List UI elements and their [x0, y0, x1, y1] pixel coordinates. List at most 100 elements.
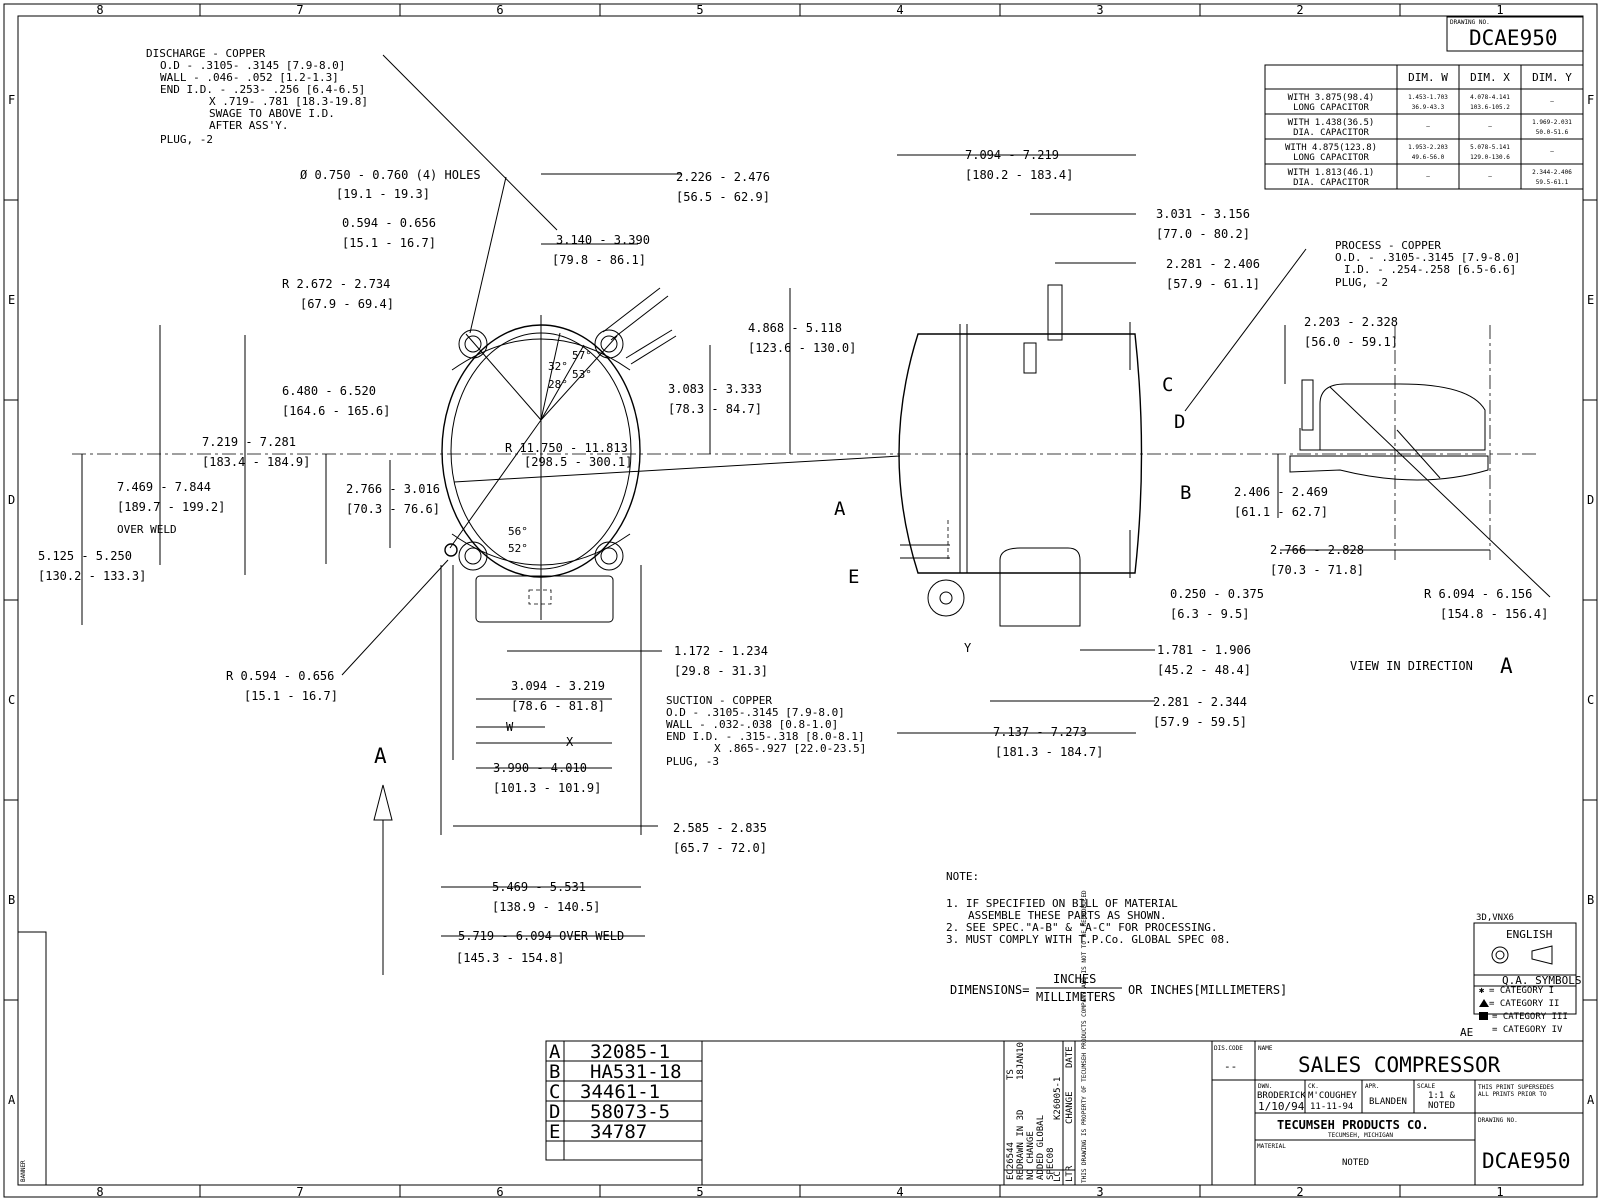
dim-label: 2.585 - 2.835: [673, 821, 767, 835]
letter-d: D: [1174, 411, 1185, 433]
callout-suction-line4: END I.D. - .315-.318 [8.0-8.1]: [666, 730, 865, 743]
dim-label: R 0.594 - 0.656: [226, 669, 334, 683]
letter-b: B: [1180, 482, 1191, 504]
dim-label-metric: [15.1 - 16.7]: [244, 689, 338, 703]
zone-bottom-5: 5: [696, 1185, 703, 1199]
dim-table-row3-label: WITH 4.875(123.8): [1285, 143, 1377, 153]
callout-process-line4: PLUG, -2: [1335, 276, 1388, 289]
dim-table-cell: 129.0-130.6: [1470, 154, 1510, 161]
dim-label: 3.140 - 3.390: [556, 233, 650, 247]
zone-top-8: 8: [96, 3, 103, 17]
dim-label-metric: [15.1 - 16.7]: [342, 236, 436, 250]
part-number: HA531-18: [590, 1061, 682, 1083]
dim-label: 7.469 - 7.844: [117, 480, 211, 494]
supersedes-line: ALL PRINTS PRIOR TO: [1478, 1091, 1547, 1098]
letter-a: A: [834, 498, 846, 520]
zone-left-C: C: [8, 693, 15, 707]
callout-suction-line3: WALL - .032-.038 [0.8-1.0]: [666, 718, 838, 731]
dim-label: 7.094 - 7.219: [965, 148, 1059, 162]
revision-text: REDRAWN IN 3D: [1016, 1110, 1026, 1180]
note-line: 2. SEE SPEC."A-B" & "A-C" FOR PROCESSING…: [946, 921, 1218, 934]
zone-left-A: A: [8, 1093, 16, 1107]
parts-list: A 32085-1 B HA531-18 C 34461-1 D 58073-5…: [545, 1040, 703, 1161]
callout-discharge-line8: PLUG, -2: [160, 133, 213, 146]
part-letter: A: [549, 1041, 561, 1063]
angle-label: 53°: [572, 368, 592, 381]
letter-c: C: [1162, 374, 1173, 396]
callout-discharge-line7: AFTER ASS'Y.: [209, 119, 288, 132]
scale-value: 1:1 &: [1428, 1091, 1456, 1101]
dim-label-note: OVER WELD: [117, 523, 177, 536]
dim-label: 6.480 - 6.520: [282, 384, 376, 398]
dim-table-cell: 1.969-2.031: [1532, 119, 1572, 126]
company-name: TECUMSEH PRODUCTS CO.: [1277, 1118, 1429, 1132]
dim-label: 3.083 - 3.333: [668, 382, 762, 396]
dim-label-metric: [298.5 - 300.1]: [524, 455, 632, 469]
dim-label-metric: [183.4 - 184.9]: [202, 455, 310, 469]
dim-table-cell: 2.344-2.406: [1532, 169, 1572, 176]
dim-label-metric: [78.3 - 84.7]: [668, 402, 762, 416]
qa-ae: AE: [1460, 1026, 1473, 1039]
reference-letters: W X Y A B C D E A: [374, 374, 1191, 768]
dim-table-cell: 59.5-61.1: [1536, 179, 1569, 186]
dim-label: R 6.094 - 6.156: [1424, 587, 1532, 601]
dim-table-cell: 5.078-5.141: [1470, 144, 1510, 151]
dim-table-cell: —: [1426, 123, 1430, 130]
dim-label-metric: [77.0 - 80.2]: [1156, 227, 1250, 241]
callout-process-line1: PROCESS - COPPER: [1335, 239, 1441, 252]
dis-code-value: --: [1224, 1060, 1237, 1073]
view-label: VIEW IN DIRECTION A: [1350, 654, 1513, 678]
dim-label-metric: [56.5 - 62.9]: [676, 190, 770, 204]
dim-table-cell: 49.6-56.0: [1412, 154, 1445, 161]
dim-table-row1-label: WITH 3.875(98.4): [1288, 93, 1375, 103]
revision-date-label: DATE: [1065, 1046, 1075, 1068]
note-line: 3. MUST COMPLY WITH T.P.Co. GLOBAL SPEC …: [946, 933, 1231, 946]
banner-strip: BANNER: [17, 931, 47, 1186]
part-number: 58073-5: [590, 1101, 670, 1123]
zone-right-F: F: [1587, 93, 1594, 107]
qa-star-icon: ✱: [1479, 986, 1485, 996]
units-millimeters: MILLIMETERS: [1036, 990, 1115, 1004]
dim-label: 3.990 - 4.010: [493, 761, 587, 775]
dim-table-row4-label: WITH 1.813(46.1): [1288, 168, 1375, 178]
dim-label-metric: [180.2 - 183.4]: [965, 168, 1073, 182]
dim-label-metric: [138.9 - 140.5]: [492, 900, 600, 914]
units-or: OR: [1128, 983, 1143, 997]
callout-suction-line2: O.D - .3105-.3145 [7.9-8.0]: [666, 706, 845, 719]
checked-date: 11-11-94: [1310, 1102, 1353, 1112]
material-value: NOTED: [1342, 1158, 1369, 1168]
notes-title: NOTE:: [946, 870, 979, 883]
dim-label-metric: [70.3 - 76.6]: [346, 502, 440, 516]
discharge-callout: DISCHARGE - COPPER O.D - .3105- .3145 [7…: [146, 47, 368, 146]
part-letter: B: [549, 1061, 560, 1083]
dim-label-metric: [145.3 - 154.8]: [456, 951, 564, 965]
part-number: 34461-1: [580, 1081, 660, 1103]
dim-table-cell: —: [1550, 98, 1554, 105]
suction-callout: SUCTION - COPPER O.D - .3105-.3145 [7.9-…: [666, 694, 866, 768]
zone-top-5: 5: [696, 3, 703, 17]
zone-labels: 8 7 6 5 4 3 2 1 8 7 6 5 4 3 2 1 F E D C …: [8, 3, 1595, 1199]
front-view: [440, 287, 677, 835]
revision-by: TS: [1006, 1069, 1016, 1080]
zone-left-D: D: [8, 493, 15, 507]
dim-table-cell: —: [1426, 173, 1430, 180]
part-number: 34787: [590, 1121, 647, 1143]
part-number: 32085-1: [590, 1041, 670, 1063]
dim-label: 5.719 - 6.094 OVER WELD: [458, 929, 624, 943]
revision-text: NO CHANGE: [1026, 1131, 1036, 1180]
dim-label: 3.094 - 3.219: [511, 679, 605, 693]
scale-value-2: NOTED: [1428, 1101, 1455, 1111]
dim-table-row1-label2: LONG CAPACITOR: [1293, 103, 1369, 113]
angle-label: 57°: [572, 349, 592, 362]
dim-label-metric: [189.7 - 199.2]: [117, 500, 225, 514]
dim-label: 0.594 - 0.656: [342, 216, 436, 230]
part-letter: E: [549, 1121, 560, 1143]
zone-bottom-6: 6: [496, 1185, 503, 1199]
revision-lc-label: LC: [1053, 1171, 1063, 1182]
angle-labels: 32° 57° 28° 53° 56° 52°: [508, 349, 592, 555]
dim-table-cell: 103.6-105.2: [1470, 104, 1510, 111]
angle-label: 28°: [548, 378, 568, 391]
zone-right-A: A: [1587, 1093, 1595, 1107]
scale-label: SCALE: [1417, 1083, 1435, 1090]
